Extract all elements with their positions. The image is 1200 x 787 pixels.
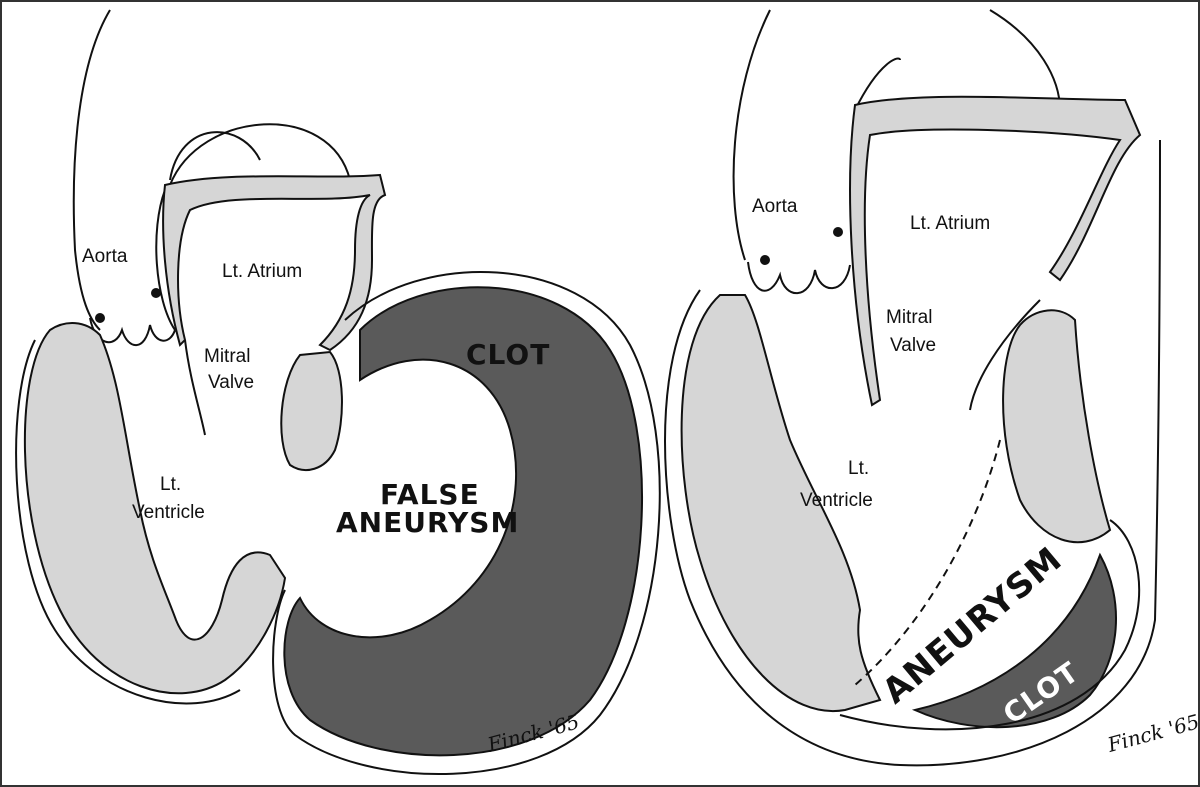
right-septal-wall: [1002, 309, 1112, 544]
left-pericardium-outline: [15, 339, 241, 705]
right-heart-true-aneurysm: Aorta Lt. Atrium Mitral Valve Lt. Ventri…: [664, 9, 1200, 767]
right-label-aorta: Aorta: [752, 196, 798, 217]
right-atrium-wall: [849, 95, 1142, 407]
right-label-valve: Valve: [890, 335, 936, 356]
left-label-valve: Valve: [208, 372, 254, 393]
left-aorta-arch: [169, 131, 261, 181]
left-ventricle-wall: [23, 322, 287, 695]
right-signature: Finck '65: [1104, 709, 1200, 757]
right-pericardium-outline: [664, 139, 1161, 767]
left-coronary-ostium: [151, 288, 161, 298]
right-coronary-ostium: [833, 227, 843, 237]
right-aneurysm-clot: [911, 552, 1117, 729]
right-mitral-leaflet: [969, 299, 1041, 411]
left-label-aorta: Aorta: [82, 246, 128, 267]
right-ventricle-wall: [680, 294, 882, 713]
left-label-lt: Lt.: [160, 474, 181, 495]
left-aorta-outline: [72, 9, 351, 331]
left-coronary-ostium: [95, 313, 105, 323]
left-aortic-cusps: [89, 317, 176, 347]
right-aortic-cusps: [747, 261, 851, 295]
right-label-lt: Lt.: [848, 458, 869, 479]
right-aneurysm-outline: [839, 519, 1141, 731]
left-label-clot: CLOT: [466, 338, 550, 371]
left-false-aneurysm-clot: [283, 286, 643, 757]
right-label-atrium: Lt. Atrium: [910, 213, 990, 234]
left-label-aneurysm: ANEURYSM: [336, 506, 519, 539]
left-label-ventricle: Ventricle: [132, 502, 205, 523]
left-label-atrium: Lt. Atrium: [222, 261, 302, 282]
right-label-ventricle: Ventricle: [800, 490, 873, 511]
left-label-false: FALSE: [380, 478, 480, 511]
left-mitral-leaflet: [184, 339, 206, 436]
left-label-mitral: Mitral: [204, 346, 250, 367]
left-heart-false-aneurysm: Aorta Lt. Atrium Mitral Valve Lt. Ventri…: [15, 9, 661, 776]
left-atrium-wall: [162, 173, 387, 352]
left-papillary-wall: [280, 350, 343, 471]
right-original-wall-dashed: [854, 439, 1001, 686]
right-label-mitral: Mitral: [886, 307, 932, 328]
right-coronary-ostium: [760, 255, 770, 265]
left-aneurysm-outer-outline: [272, 270, 661, 776]
right-aorta-outline: [732, 9, 1061, 261]
